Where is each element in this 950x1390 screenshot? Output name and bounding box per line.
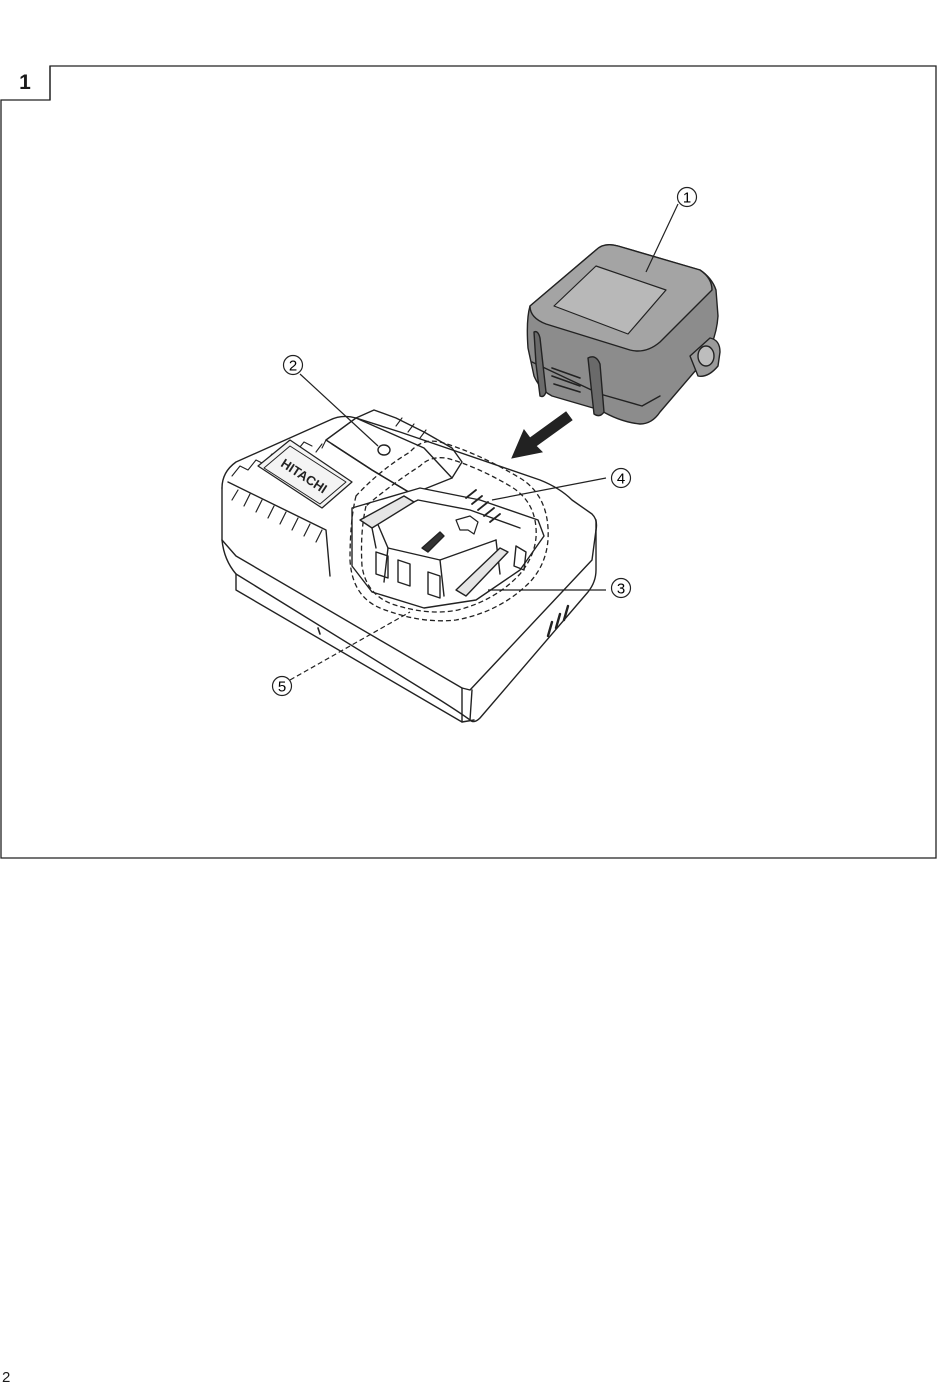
- callout-5: 5: [273, 677, 292, 696]
- callout-3: 3: [612, 579, 631, 598]
- callout-4-label: 4: [617, 471, 625, 488]
- callout-2-label: 2: [289, 358, 297, 375]
- frame-border: [1, 66, 936, 858]
- page-number: 2: [2, 1369, 10, 1387]
- insert-direction-arrow: [512, 412, 572, 458]
- battery-illustration: [527, 245, 720, 424]
- figure-frame: 1 2 3 4 5 HITACHI: [0, 0, 950, 870]
- callout-2: 2: [284, 356, 303, 375]
- callout-4: 4: [612, 469, 631, 488]
- figure-number: 1: [0, 66, 50, 100]
- callout-1-label: 1: [683, 190, 691, 207]
- callout-5-label: 5: [278, 679, 286, 696]
- callout-1: 1: [678, 188, 697, 207]
- callout-3-label: 3: [617, 581, 625, 598]
